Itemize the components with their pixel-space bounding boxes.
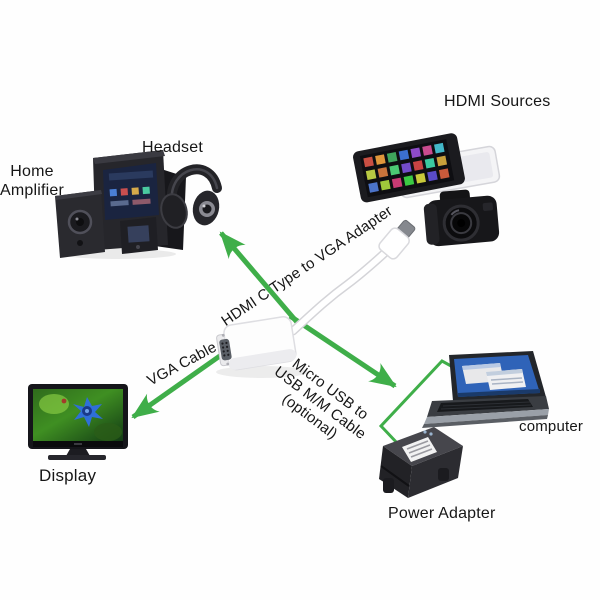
- power-adapter-image: [379, 427, 463, 498]
- headset-label: Headset: [142, 139, 203, 156]
- computer-label: computer: [519, 418, 584, 435]
- adapter-image: [216, 219, 416, 378]
- headset-image: [160, 164, 222, 229]
- tv-display-image: [28, 384, 128, 460]
- display-label: Display: [39, 466, 97, 485]
- hdmi-sources-label: HDMI Sources: [444, 93, 551, 110]
- home-amplifier-label: Home Amplifier: [0, 163, 65, 199]
- tablet-app-grid: [363, 142, 450, 193]
- laptop-image: [422, 351, 549, 428]
- arrow-to-display: [131, 343, 236, 420]
- camera-image: [423, 189, 500, 247]
- power-adapter-label: Power Adapter: [388, 505, 496, 522]
- arrow-to-headset: [219, 231, 304, 330]
- home-amplifier-image: [55, 150, 186, 259]
- tablet-image: [353, 133, 465, 203]
- hdmi-c-plug-graphic: [378, 219, 416, 260]
- arrow-to-computer: [288, 313, 397, 389]
- vga-adapter-body-graphic: [216, 316, 297, 371]
